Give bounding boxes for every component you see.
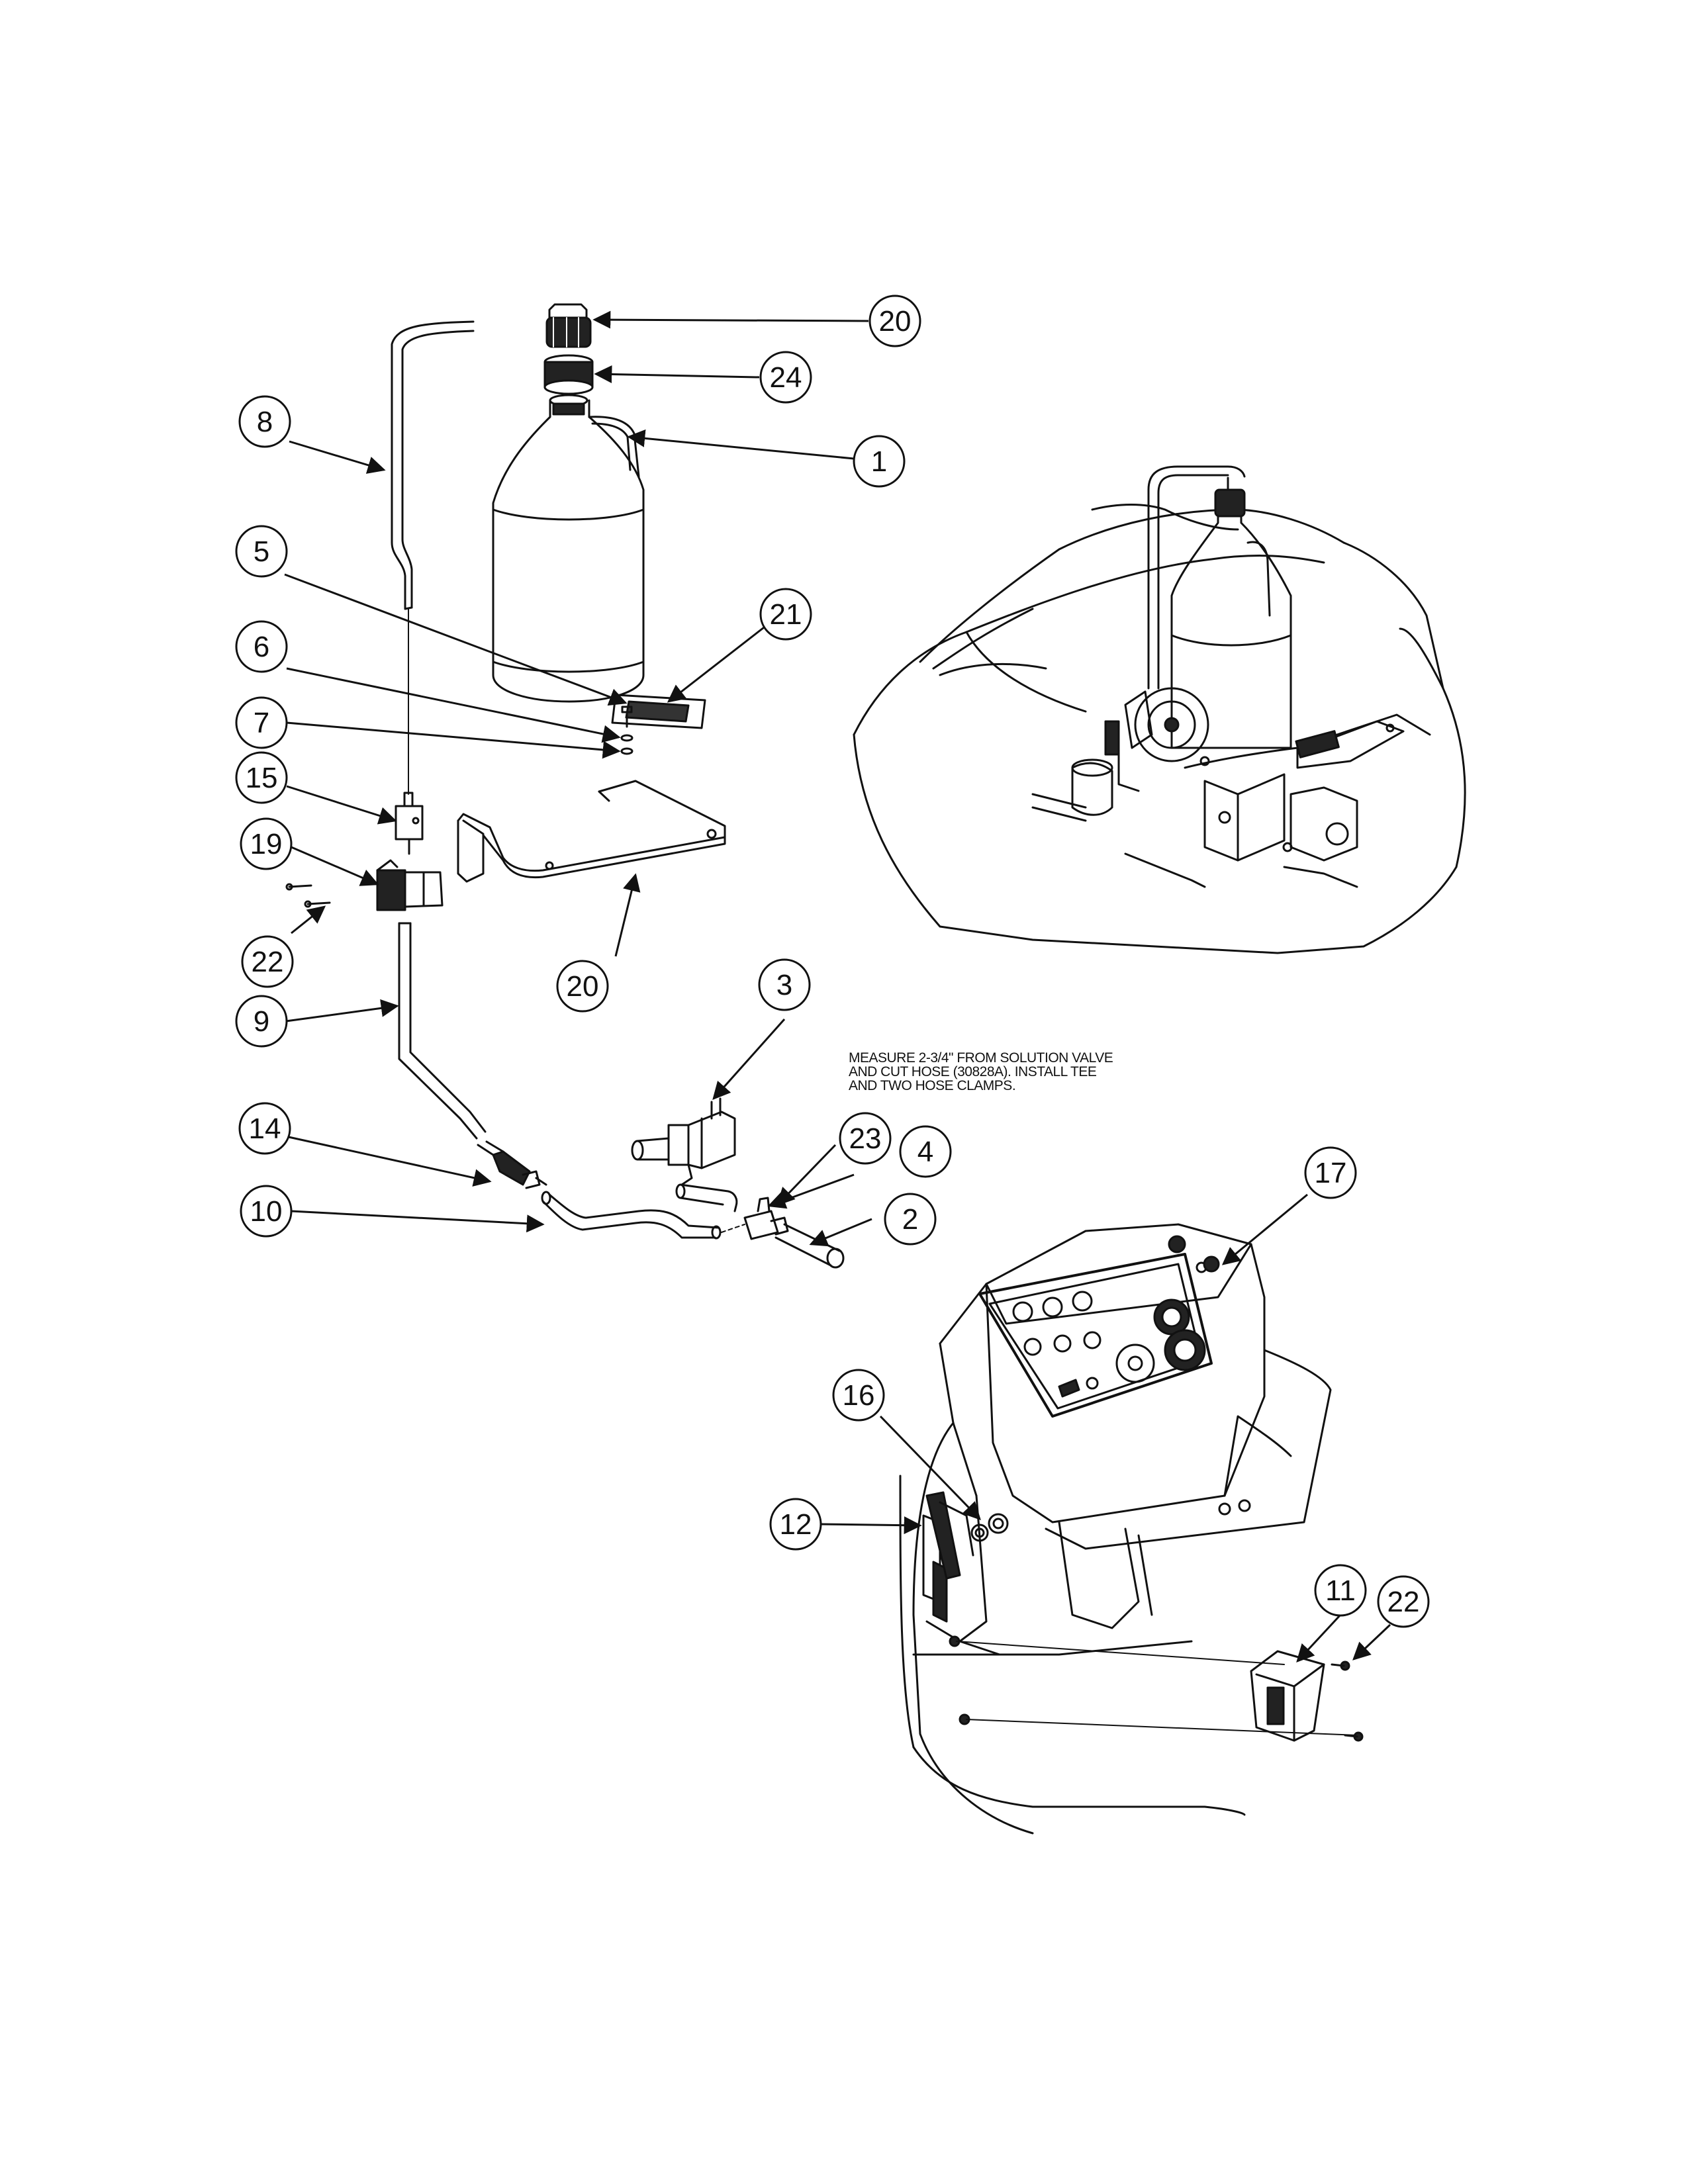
svg-text:16: 16 [843,1379,875,1412]
callout-1: 1 [853,435,906,488]
bracket-part-20 [457,780,726,883]
svg-text:3: 3 [776,969,792,1001]
svg-text:19: 19 [250,828,283,860]
callout-11: 11 [1314,1564,1367,1617]
note-line-2: AND CUT HOSE (30828A). INSTALL TEE [849,1064,1097,1079]
solution-valve-part-3 [631,1097,736,1186]
svg-text:1: 1 [871,445,887,478]
machine-tank-inset-view [853,465,1466,954]
svg-text:22: 22 [1387,1586,1420,1618]
svg-text:23: 23 [849,1122,882,1155]
insert-part-24 [543,354,594,395]
svg-text:20: 20 [879,305,912,338]
callout-22-right: 22 [1377,1575,1430,1628]
svg-text:15: 15 [246,762,278,794]
fitting-part-15 [395,792,424,855]
callout-10: 10 [240,1185,293,1238]
callout-22-left: 22 [241,935,294,988]
svg-text:10: 10 [250,1195,283,1228]
callout-15: 15 [235,751,288,804]
callout-23: 23 [839,1112,892,1165]
control-console-view [899,1223,1364,1835]
switch-part-11 [1250,1650,1325,1742]
bottle-part-1 [492,394,645,703]
svg-text:24: 24 [770,361,802,394]
callout-21: 21 [759,588,812,641]
svg-text:22: 22 [252,946,284,978]
callout-18: 20 [868,295,921,347]
callout-14: 14 [238,1102,291,1155]
washer-part-7 [620,747,633,755]
cap-part-18 [545,303,592,348]
screw-part-5 [621,705,633,728]
callout-20: 20 [556,960,609,1013]
callout-3: 3 [758,958,811,1011]
svg-text:6: 6 [254,631,269,663]
hose-part-10 [541,1191,745,1240]
svg-text:20: 20 [567,970,599,1003]
callout-8: 8 [238,395,291,448]
svg-text:11: 11 [1325,1574,1356,1607]
callout-24: 24 [759,351,812,404]
callout-17: 16 [832,1369,885,1422]
callout-7: 7 [235,696,288,749]
callout-5: 5 [235,525,288,578]
tee-fitting-part-4 [743,1197,789,1240]
callout-4: 4 [899,1125,952,1178]
hose-part-23 [675,1183,738,1212]
clamp-part-19 [376,859,444,911]
note-line-1: MEASURE 2-3/4" FROM SOLUTION VALVE [849,1050,1113,1066]
screw-part-22-left [285,883,331,908]
leader-lines [284,310,1391,1662]
inline-filter-part-14 [477,1140,547,1189]
svg-text:12: 12 [780,1508,812,1541]
svg-text:8: 8 [257,406,273,438]
svg-text:2: 2 [902,1203,918,1236]
svg-text:5: 5 [254,535,269,568]
installation-note: MEASURE 2-3/4" FROM SOLUTION VALVE AND C… [849,1051,1180,1093]
callout-12: 12 [769,1498,822,1551]
svg-text:21: 21 [770,598,802,631]
callout-19: 19 [240,817,293,870]
screw-part-22-right [1331,1661,1364,1742]
callout-6: 6 [235,620,288,673]
note-line-3: AND TWO HOSE CLAMPS. [849,1078,1016,1093]
svg-text:7: 7 [254,707,269,739]
washer-part-6 [620,734,633,742]
callout-16: 17 [1304,1146,1357,1199]
callout-2: 2 [884,1193,937,1246]
callout-9: 9 [235,995,288,1048]
svg-text:14: 14 [249,1113,281,1145]
hose-lower-part-9 [398,922,487,1140]
svg-text:9: 9 [254,1005,269,1038]
svg-text:17: 17 [1315,1157,1347,1189]
svg-text:4: 4 [917,1136,933,1168]
hose-upper-part-8 [391,320,475,795]
